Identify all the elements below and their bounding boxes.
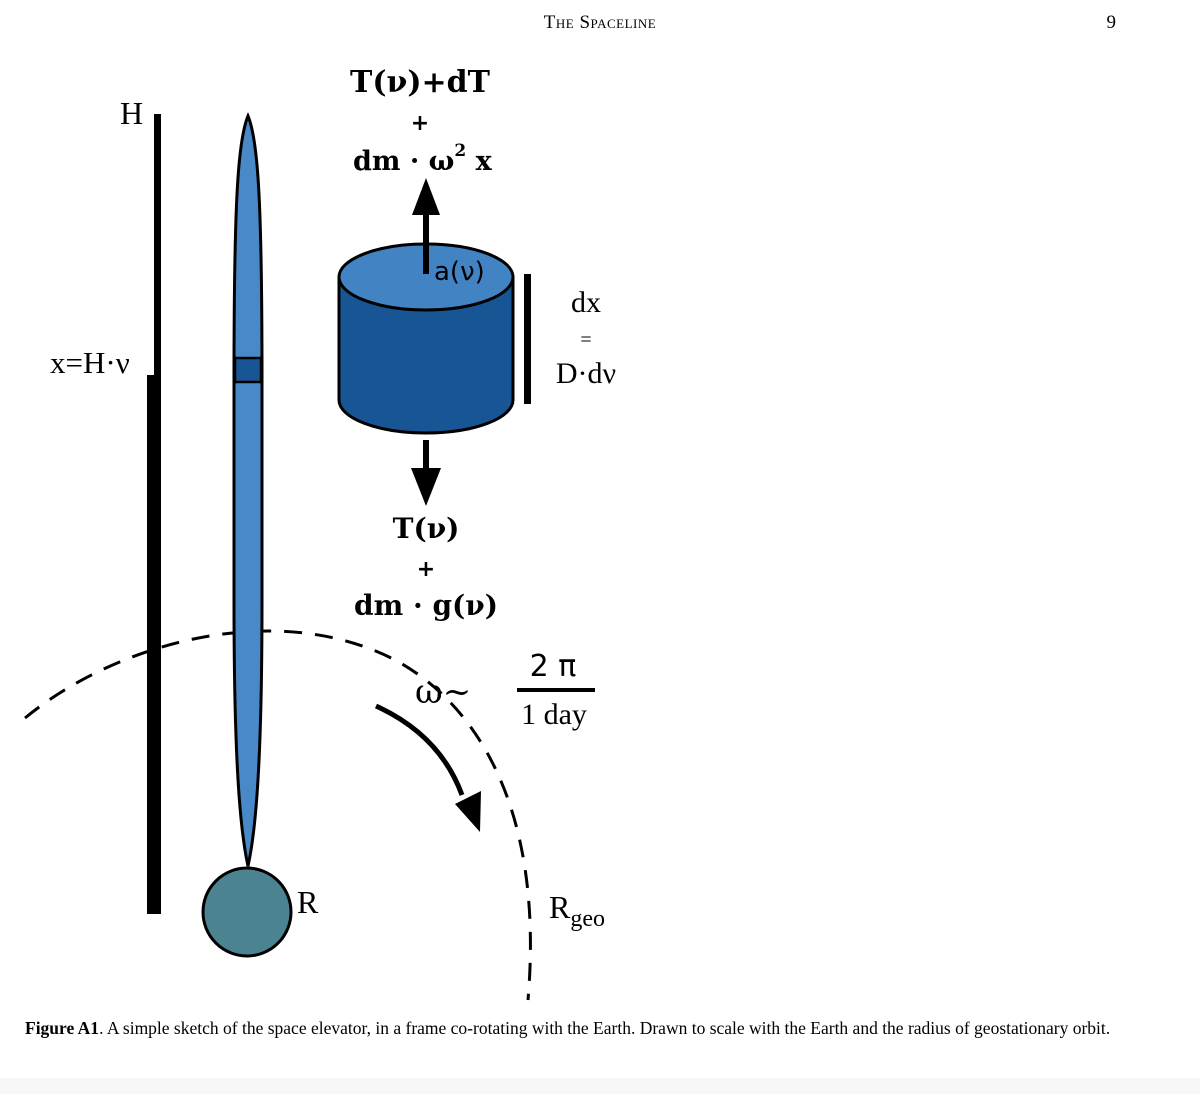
segment-dx-label: dx [571, 286, 601, 319]
centrifugal-exp: 2 [454, 141, 466, 161]
space-elevator-figure: H x=H·ν R T(ν)+dT + dm · ω2 x a(ν) dx = … [24, 65, 616, 1001]
plus-top-label: + [411, 111, 429, 136]
segment-length-bar [524, 274, 531, 404]
tension-top-label: T(ν)+dT [350, 65, 491, 100]
position-label: x=H·ν [50, 345, 130, 380]
position-bar [147, 375, 154, 914]
caption-label: Figure A1 [25, 1018, 100, 1038]
cable [232, 112, 264, 867]
page-number: 9 [1106, 12, 1117, 33]
area-label: a(ν) [434, 257, 485, 287]
centrifugal-base: dm · ω [353, 146, 454, 177]
running-title: The Spaceline [543, 12, 657, 33]
figure-caption: Figure A1. A simple sketch of the space … [25, 1018, 1120, 1039]
fraction-bar [517, 688, 595, 692]
earth-radius-label: R [297, 884, 319, 920]
gravity-label: dm · g(ν) [354, 589, 498, 622]
up-force-arrow [412, 178, 440, 274]
cable-element-cylinder [337, 242, 515, 435]
down-force-arrow [411, 440, 441, 506]
plus-bottom-label: + [417, 557, 435, 582]
height-bar [154, 114, 161, 914]
bottom-strip [0, 1078, 1200, 1094]
height-label: H [120, 95, 143, 131]
caption-text: . A simple sketch of the space elevator,… [99, 1018, 1111, 1038]
centrifugal-label: dm · ω2 x [353, 141, 493, 177]
earth-circle [201, 866, 293, 958]
segment-eq-label: = [580, 329, 591, 351]
cable-segment-marker [233, 356, 263, 384]
geo-radius-main: R [549, 889, 571, 925]
rotation-arrow [374, 703, 481, 832]
geo-radius-label: Rgeo [549, 889, 605, 932]
geo-radius-sub: geo [570, 906, 605, 932]
centrifugal-var: x [466, 146, 492, 177]
omega-numerator: 2 π [530, 649, 577, 684]
omega-label: ω~ [415, 672, 471, 712]
tension-bottom-label: T(ν) [393, 512, 460, 545]
omega-denominator: 1 day [521, 698, 587, 731]
segment-ddv-label: D·dν [556, 357, 616, 390]
